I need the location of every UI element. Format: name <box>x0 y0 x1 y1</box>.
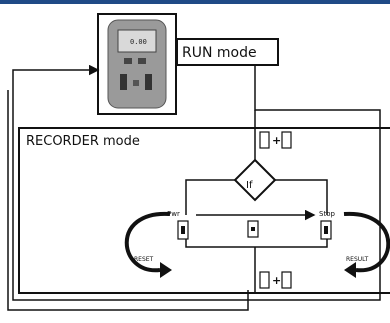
outer-loop-line <box>12 64 381 301</box>
recorder-mode-box <box>18 127 390 294</box>
device-screen-text: 0.00 <box>130 38 147 46</box>
right-branch <box>275 179 328 215</box>
pwr-node-label: Pwr <box>167 210 180 218</box>
run-mode-box <box>176 38 279 66</box>
recorder-mode-label: RECORDER mode <box>26 134 140 149</box>
result-loop-arrow <box>343 211 390 273</box>
device-illustration <box>97 13 177 115</box>
plus-sign-bottom: + <box>272 274 282 287</box>
reset-loop-label: RESET <box>134 256 154 263</box>
reset-loop-arrow <box>124 211 171 273</box>
decision-label: If <box>246 180 253 191</box>
left-branch <box>185 179 235 215</box>
decision-diamond <box>233 158 277 202</box>
top-accent-bar <box>0 0 390 4</box>
key-combo-icon-top <box>259 131 292 149</box>
run-mode-label: RUN mode <box>182 45 257 61</box>
inner-return-line <box>7 90 249 311</box>
key-combo-icon-bottom <box>259 271 292 289</box>
stop-node-label: Stop <box>319 210 335 218</box>
plus-sign-top: + <box>272 134 282 147</box>
result-loop-label: RESULT <box>346 256 369 263</box>
